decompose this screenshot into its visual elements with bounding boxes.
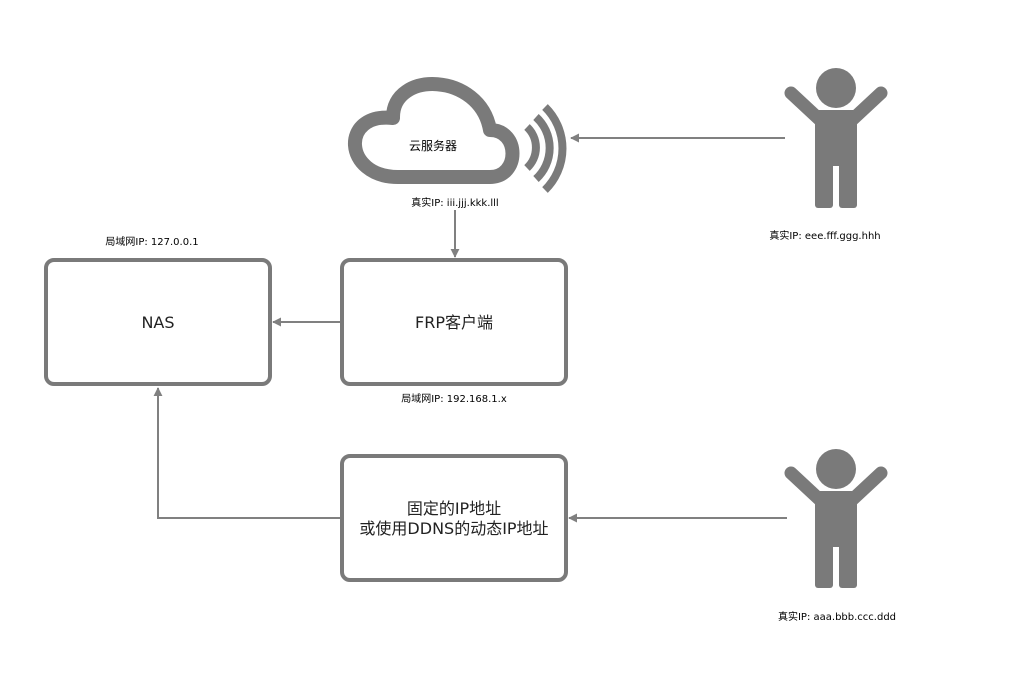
- frp-client-ip-label: 局域网IP: 192.168.1.x: [401, 392, 507, 405]
- dynamic-ip-line1: 固定的IP地址: [407, 499, 501, 518]
- nas-label: NAS: [141, 313, 174, 332]
- frp-client-box: [340, 258, 568, 386]
- dynamic-ip-line2: 或使用DDNS的动态IP地址: [359, 519, 548, 538]
- person-icon: [784, 449, 888, 588]
- dynamic-ip-box: [340, 454, 568, 582]
- cloud-label: 云服务器: [409, 138, 457, 153]
- arrow-dynamic-ip-to-nas: [153, 387, 340, 519]
- nas-box: [44, 258, 272, 386]
- user-top-ip-label: 真实IP: eee.fff.ggg.hhh: [769, 229, 880, 242]
- person-icon: [784, 68, 888, 208]
- wireless-signal-icon: [524, 104, 567, 193]
- user-bottom-ip-label: 真实IP: aaa.bbb.ccc.ddd: [778, 610, 896, 623]
- frp-client-label: FRP客户端: [415, 313, 493, 332]
- nas-ip-label: 局域网IP: 127.0.0.1: [105, 235, 198, 248]
- cloud-server-icon: [348, 77, 520, 184]
- cloud-ip-label: 真实IP: iii.jjj.kkk.lll: [411, 196, 498, 209]
